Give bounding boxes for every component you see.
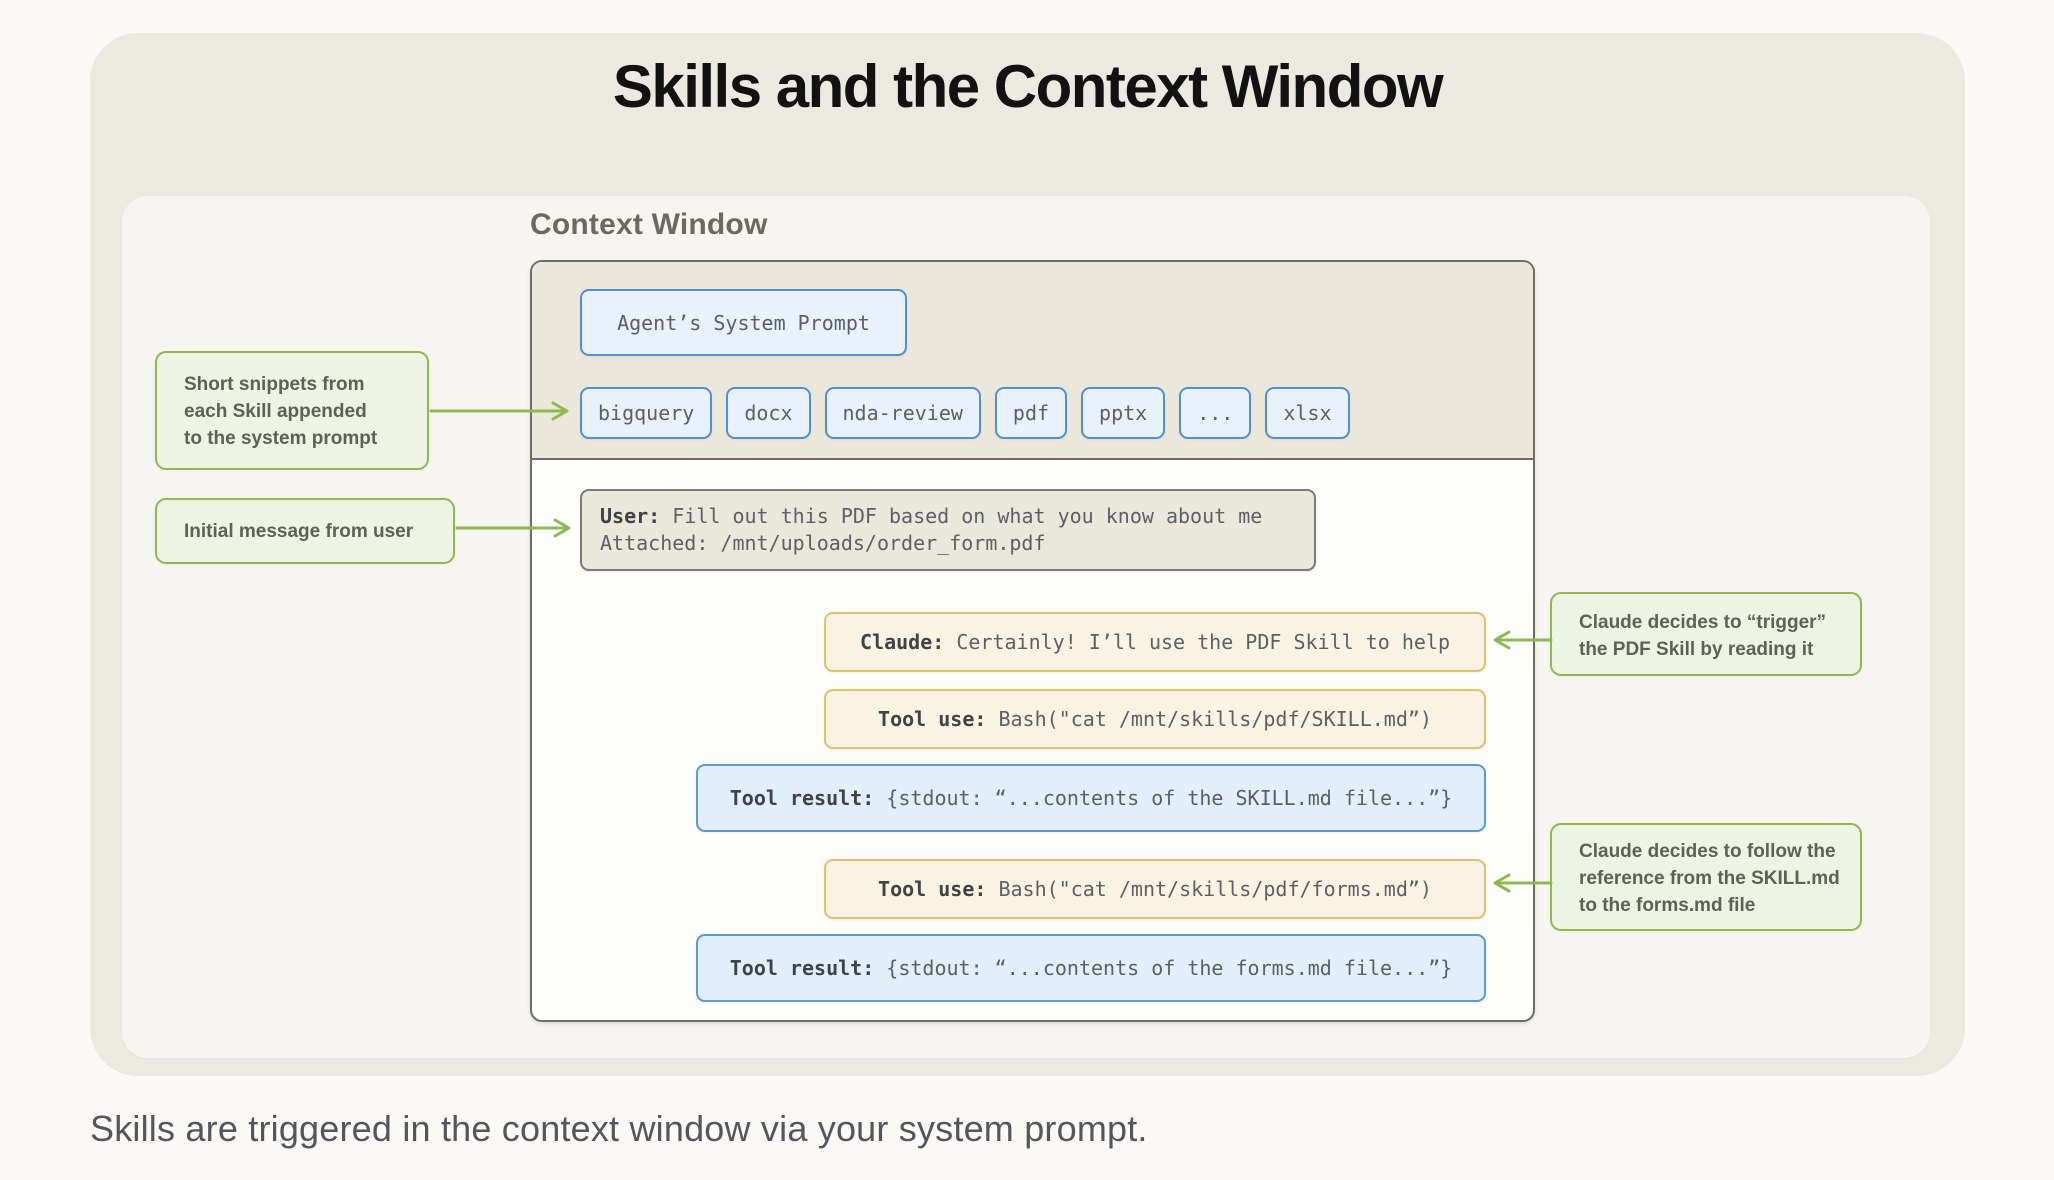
skill-chip-xlsx: xlsx [1265,387,1350,439]
skill-chip-label: xlsx [1283,401,1332,425]
skill-chip-bigquery: bigquery [580,387,713,439]
tool-use-label: Tool use: [878,707,987,731]
arrow-left-icon [1493,630,1553,650]
tool-use-skill-box: Tool use: Bash("cat /mnt/skills/pdf/SKIL… [824,689,1486,749]
skill-chip-label: docx [744,401,793,425]
callout-line: each Skill appended [184,401,367,422]
agent-system-prompt-label: Agent’s System Prompt [617,310,870,335]
callout-line: to the system prompt [184,428,378,449]
skill-chip-docx: docx [726,387,811,439]
callout-line: Initial message from user [184,520,414,542]
claude-label: Claude: [859,630,945,654]
user-message-line1: User: Fill out this PDF based on what yo… [600,504,1263,528]
skill-chip-label: nda-review [842,401,963,425]
callout-follow-reference: Claude decides to follow the reference f… [1550,823,1862,931]
context-window-label: Context Window [530,208,768,241]
skill-chip-label: pptx [1099,401,1148,425]
context-window-box: Agent’s System Prompt bigquery docx nda-… [530,260,1535,1022]
skill-chip-label: ... [1197,401,1234,425]
callout-line: Claude decides to follow the [1579,841,1836,862]
tool-result-label: Tool result: [729,786,875,810]
callout-short-snippets: Short snippets from each Skill appended … [155,351,429,470]
tool-use-forms-box: Tool use: Bash("cat /mnt/skills/pdf/form… [824,859,1486,919]
agent-system-prompt-box: Agent’s System Prompt [580,289,907,356]
skill-chip-label: bigquery [598,401,695,425]
page-title: Skills and the Context Window [612,53,1444,120]
tool-use-label: Tool use: [878,877,987,901]
skill-chips-row: bigquery docx nda-review pdf pptx ... xl… [580,387,1350,439]
claude-message-box: Claude: Certainly! I’ll use the PDF Skil… [824,612,1486,672]
tool-result-label: Tool result: [729,956,875,980]
callout-line: reference from the SKILL.md [1579,868,1840,889]
arrow-right-icon [429,401,569,421]
tool-result-skill-box: Tool result: {stdout: “...contents of th… [696,764,1486,832]
user-message-box: User: Fill out this PDF based on what yo… [580,489,1316,571]
callout-line: to the forms.md file [1579,895,1756,916]
caption: Skills are triggered in the context wind… [90,1108,1148,1149]
arrow-left-icon [1493,873,1553,893]
skill-chip-pptx: pptx [1081,387,1166,439]
callout-initial-message: Initial message from user [155,498,455,564]
callout-line: Short snippets from [184,374,365,395]
tool-result-forms-box: Tool result: {stdout: “...contents of th… [696,934,1486,1002]
user-message-line2: Attached: /mnt/uploads/order_form.pdf [600,531,1046,555]
skill-chip-label: pdf [1012,401,1050,425]
skill-chip-ellipsis: ... [1179,387,1252,439]
callout-line: the PDF Skill by reading it [1579,639,1814,660]
user-label: User: [600,504,661,528]
skill-chip-nda-review: nda-review [824,387,981,439]
arrow-right-icon [455,518,571,538]
callout-line: Claude decides to “trigger” [1579,612,1827,633]
skill-chip-pdf: pdf [994,387,1068,439]
callout-trigger-skill: Claude decides to “trigger” the PDF Skil… [1550,592,1862,676]
